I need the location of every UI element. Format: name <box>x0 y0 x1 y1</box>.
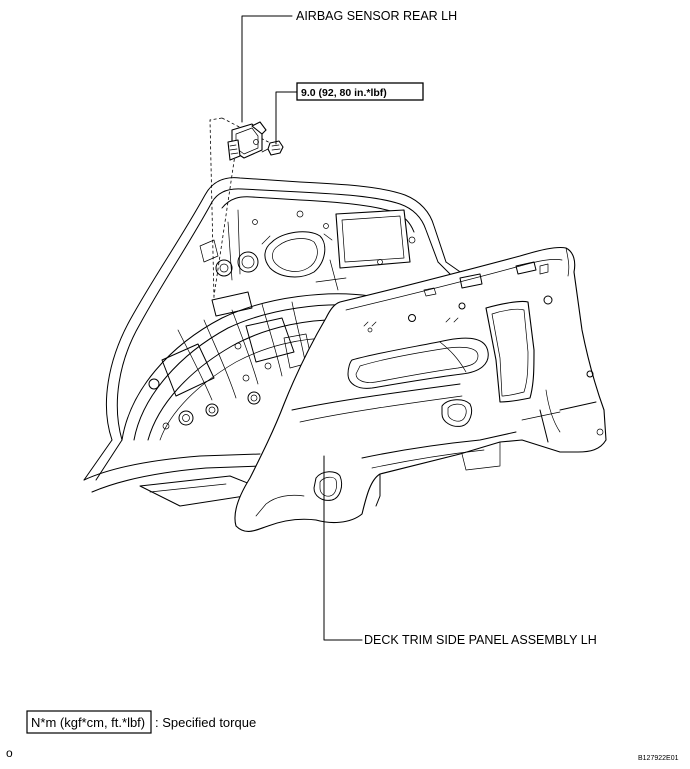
panel-leader-line <box>323 455 363 641</box>
mounting-bolt-icon <box>261 140 284 156</box>
figure-corner-marks: o B127922E01 <box>6 746 679 762</box>
torque-spec-box <box>296 82 424 101</box>
legend-unit-box <box>26 710 152 734</box>
deck-trim-side-panel <box>234 246 607 532</box>
legend-description: : Specified torque <box>155 715 256 730</box>
callout-labels: AIRBAG SENSOR REAR LH 9.0 (92, 80 in.*lb… <box>296 9 597 647</box>
airbag-sensor-label: AIRBAG SENSOR REAR LH <box>296 9 457 23</box>
figure-code: B127922E01 <box>638 755 679 762</box>
sensor-leader-line <box>241 15 293 123</box>
legend-unit-text: N*m (kgf*cm, ft.*lbf) <box>31 715 145 730</box>
leader-lines <box>241 15 363 641</box>
torque-spec-value: 9.0 (92, 80 in.*lbf) <box>301 87 387 99</box>
airbag-sensor-icon <box>227 121 267 161</box>
installation-guide-line <box>209 117 223 299</box>
airbag-sensor-assembly <box>209 117 284 299</box>
torque-leader-line <box>275 91 298 145</box>
corner-mark-left: o <box>6 746 13 760</box>
deck-trim-panel-label: DECK TRIM SIDE PANEL ASSEMBLY LH <box>364 633 597 647</box>
torque-legend: N*m (kgf*cm, ft.*lbf) : Specified torque <box>26 710 256 734</box>
